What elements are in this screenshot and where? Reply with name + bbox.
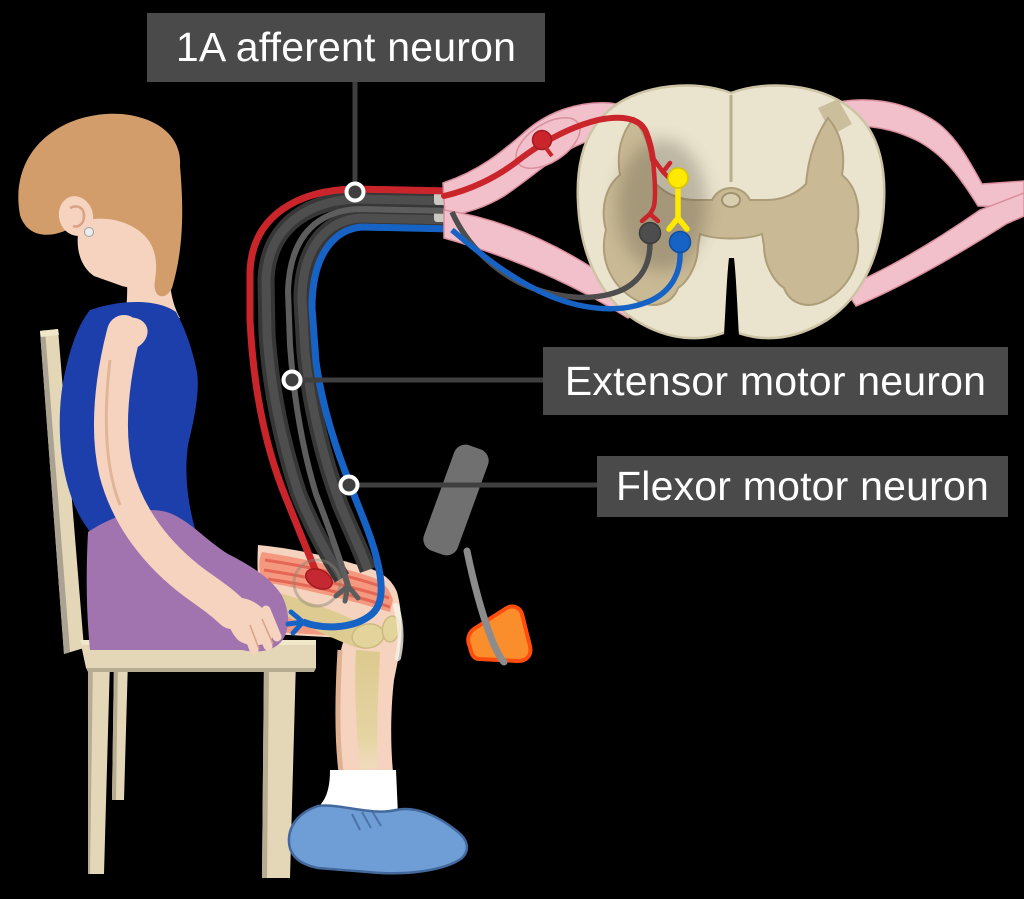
nerve-bundle (246, 185, 453, 636)
label-extensor-motor-neuron-text: Extensor motor neuron (564, 357, 987, 404)
nerve-sheath-upper-core (261, 194, 453, 581)
hammer-shaft (463, 547, 508, 666)
ear (58, 196, 94, 236)
muscle-spindle (305, 568, 333, 590)
chair-front-leg-shade (262, 660, 269, 878)
hammer-handle (423, 444, 489, 556)
flexor-axon (450, 227, 683, 312)
afferent-fiber (246, 185, 451, 576)
spinal-cord-cross-section (441, 84, 1024, 342)
afferent-soma (531, 129, 553, 151)
extensor-terminal (333, 583, 361, 604)
afferent-pointer-marker (344, 181, 366, 203)
flexor-pointer-marker (338, 474, 360, 496)
reflex-hammer (423, 444, 533, 666)
tibia (355, 650, 380, 770)
finger-gaps (249, 618, 274, 650)
right-ventral-root (842, 192, 1024, 307)
hammer-head (466, 604, 533, 663)
central-canal (721, 192, 741, 208)
interneuron (666, 185, 690, 232)
femur (266, 590, 370, 648)
torso-shirt (59, 301, 198, 534)
left-ventral-root (443, 209, 644, 319)
earring (84, 227, 94, 237)
callout-pointers (281, 82, 597, 496)
neuron-shadow (617, 139, 707, 271)
anterior-median-fissure (724, 258, 739, 342)
extensor-pointer-marker (281, 369, 303, 391)
ear-inner (69, 205, 86, 228)
label-afferent-neuron-text: 1A afferent neuron (175, 24, 517, 70)
extensor-fiber (284, 205, 453, 587)
flexor-soma (668, 230, 692, 254)
interneuron-soma (667, 167, 689, 189)
chair-back-leg-shade (88, 660, 93, 874)
chair-backrest-edge (40, 330, 70, 654)
label-flexor-motor-neuron: Flexor motor neuron (597, 456, 1008, 517)
afferent-soma-stem (544, 146, 554, 158)
tap-target-ring (292, 558, 342, 608)
flexor-terminal (285, 609, 306, 636)
extensor-soma (638, 221, 662, 245)
shoe-creases (351, 810, 382, 831)
patellar-ligament (393, 603, 404, 661)
arm-shading (104, 359, 122, 506)
chair-front-leg (262, 660, 296, 878)
label-extensor-motor-neuron: Extensor motor neuron (543, 347, 1008, 415)
fingers (239, 605, 282, 655)
right-dorsal-root (821, 99, 1024, 208)
chair-back-leg (88, 660, 110, 874)
right-root-entry (818, 99, 852, 135)
nerve-sheath-lower-core (297, 213, 453, 572)
chair-far-leg-shade (112, 660, 118, 800)
flexor-fiber (301, 223, 453, 631)
calf-shading (335, 649, 344, 773)
arm (93, 315, 249, 629)
label-afferent-neuron: 1A afferent neuron (147, 13, 545, 82)
hair (18, 113, 183, 297)
chair-seat-shadow (86, 668, 316, 672)
shoulder (108, 317, 148, 351)
shoe (287, 804, 469, 875)
chair-backrest-top (40, 329, 59, 337)
label-flexor-motor-neuron-text: Flexor motor neuron (616, 463, 989, 509)
